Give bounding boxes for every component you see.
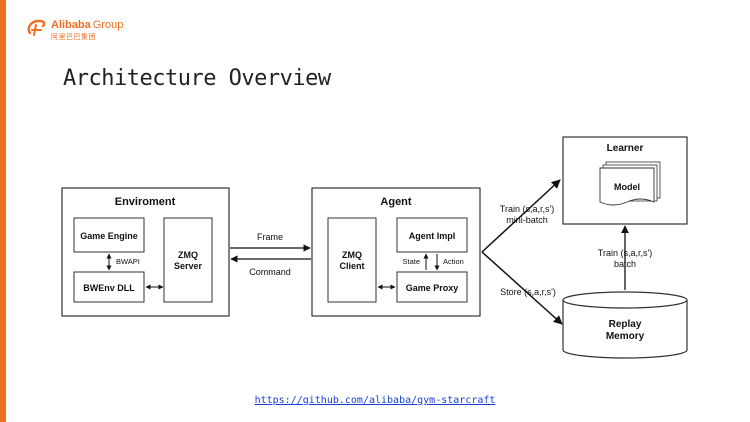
- game-engine-label: Game Engine: [80, 231, 138, 241]
- train-minibatch-label-line2: mini-batch: [506, 215, 548, 225]
- model-label: Model: [614, 182, 640, 192]
- learner-title: Learner: [607, 143, 644, 154]
- replay-memory-label-line2: Memory: [606, 331, 645, 342]
- command-label: Command: [249, 267, 291, 277]
- zmq-server-box: [163, 217, 213, 303]
- slide-title: Architecture Overview: [63, 66, 331, 91]
- agent-impl-box: [396, 217, 468, 253]
- replay-memory-cylinder: Replay Memory: [562, 291, 688, 359]
- train-batch-label-line1: Train (s,a,r,s'): [598, 248, 652, 258]
- accent-side-bar: [0, 0, 6, 422]
- alibaba-logo-icon: [27, 19, 46, 36]
- environment-title: Enviroment: [115, 196, 176, 208]
- game-proxy-label: Game Proxy: [406, 283, 459, 293]
- train-minibatch-arrow: [481, 179, 561, 253]
- agent-impl-label: Agent Impl: [409, 231, 456, 241]
- model-stack: Model: [599, 161, 661, 206]
- zmq-client-label-line2: Client: [339, 261, 364, 271]
- zmq-client-label-line1: ZMQ: [342, 250, 362, 260]
- bwapi-label: BWAPI: [116, 257, 140, 266]
- train-minibatch-label-line1: Train (s,a,r,s'): [500, 204, 554, 214]
- store-arrow: [481, 251, 563, 325]
- replay-memory-label-line1: Replay: [609, 319, 642, 330]
- game-proxy-box: [396, 271, 468, 303]
- store-label: Store (s,a,r,s'): [500, 287, 556, 297]
- zmq-server-label-line1: ZMQ: [178, 250, 198, 260]
- github-link[interactable]: https://github.com/alibaba/gym-starcraft: [254, 395, 496, 406]
- state-label: State: [402, 257, 420, 266]
- agent-title: Agent: [380, 196, 412, 208]
- zmq-client-box: [327, 217, 377, 303]
- frame-label: Frame: [257, 232, 283, 242]
- zmq-server-label-line2: Server: [174, 261, 203, 271]
- bwenv-dll-box: [73, 271, 145, 303]
- action-label: Action: [443, 257, 464, 266]
- logo-chinese-text: 阿里巴巴集团: [51, 34, 96, 41]
- bwenv-dll-label: BWEnv DLL: [83, 283, 135, 293]
- game-engine-box: [73, 217, 145, 253]
- train-batch-label-line2: batch: [614, 259, 636, 269]
